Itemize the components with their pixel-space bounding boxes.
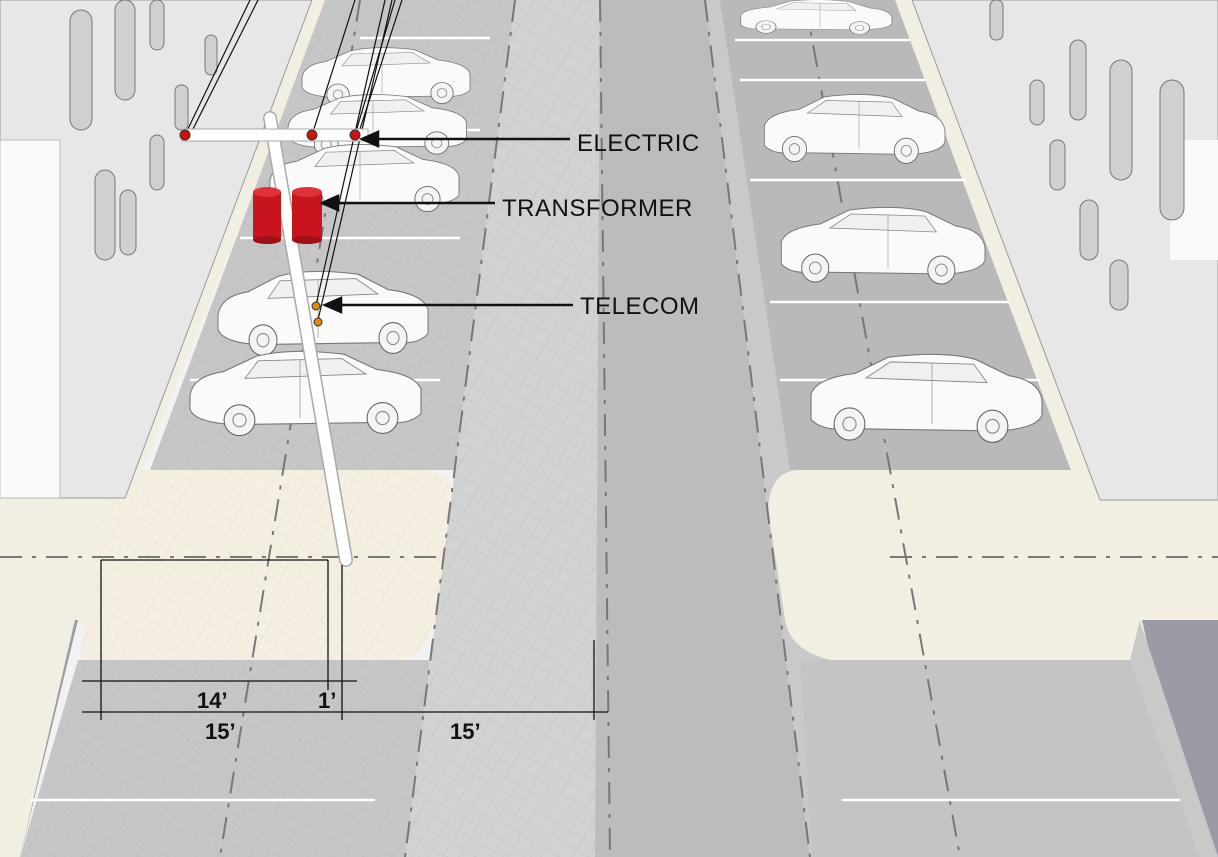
center-lane [595, 0, 810, 857]
left-sidewalk [0, 0, 330, 857]
dimension-14ft: 14’ [197, 688, 228, 713]
dimension-lane-15ft: 15’ [450, 719, 481, 744]
building-windows [69, 0, 1185, 311]
right-sidewalk [895, 0, 1100, 500]
utility-pole [181, 111, 369, 567]
callout-arrows [318, 130, 573, 314]
electric-label: ELECTRIC [577, 130, 700, 157]
right-corner-sidewalk [768, 470, 1140, 660]
dimension-sidewalk-15ft: 15’ [205, 719, 236, 744]
electric-insulator-icon [306, 129, 318, 141]
electric-insulator-icon [179, 129, 191, 141]
telecom-label: TELECOM [580, 293, 700, 320]
telecom-attachments [311, 301, 323, 327]
transformers [253, 187, 322, 244]
electric-attachments [179, 129, 361, 141]
transformer-label: TRANSFORMER [502, 195, 693, 222]
dimension-1ft: 1’ [318, 688, 337, 713]
lower-right-block [1142, 620, 1218, 857]
right-building [911, 0, 1218, 501]
dimension-lines [82, 559, 608, 720]
electric-insulator-icon [349, 129, 361, 141]
overhead-wires [184, 0, 403, 321]
crossarm [181, 128, 369, 142]
